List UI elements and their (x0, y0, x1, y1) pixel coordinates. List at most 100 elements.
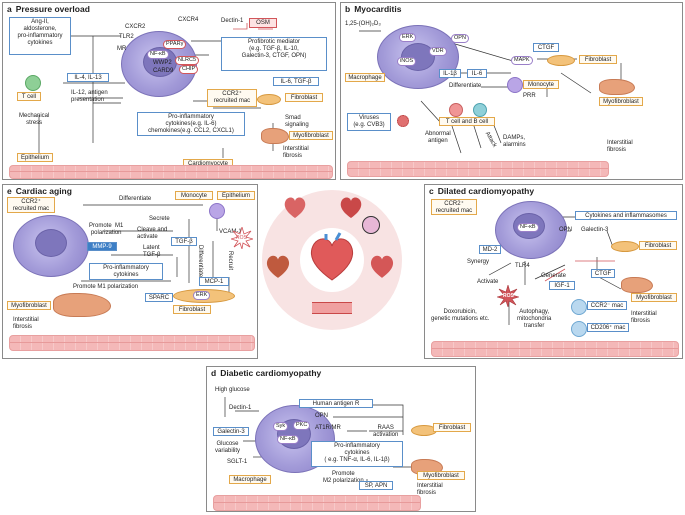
erk-label: ERK (193, 291, 211, 300)
panel-letter: a (7, 4, 12, 14)
panel-title: Myocarditis (354, 4, 402, 14)
epithelium-box: Epithelium (217, 191, 255, 200)
fibroblast-icon (611, 241, 639, 252)
tgfb-box: TGF-β (171, 237, 197, 246)
opn-label: OPN (559, 227, 573, 233)
dectin-label: Dectin-1 (221, 18, 244, 24)
myofibroblast-box: Myofibroblast (7, 301, 51, 310)
human-box: Human antigen R (299, 399, 373, 408)
interstitial-label: Interstitial fibrosis (607, 140, 633, 153)
monocyte-icon (507, 77, 523, 93)
ctgf-box: CTGF (533, 43, 559, 52)
tbcell-box: T cell and B cell (439, 117, 495, 126)
cleave-label: Cleave and activate (137, 227, 168, 240)
vdr-label: VDR (429, 47, 447, 56)
panel-title: Pressure overload (15, 4, 90, 14)
il1b-box: IL-1β (439, 69, 461, 78)
nlrc5-label: NLRC5 (175, 56, 200, 65)
cardiac-tissue (213, 495, 421, 511)
cxcr4-label: CXCR4 (178, 17, 199, 23)
inos-label: iNOS (397, 57, 417, 66)
cxcr2-label: CXCR2 (125, 24, 146, 30)
promote-m1b-label: Promote M1 polarization (73, 284, 139, 290)
galectin-box: Galectin-3 (213, 427, 249, 436)
center-hearts-wheel (262, 190, 402, 330)
glucose-label: High glucose (215, 387, 250, 393)
myofibroblast-icon (53, 293, 111, 317)
vcam-label: VCAM-1 (219, 229, 242, 235)
ccr2-box: CCR2⁺ recruited mac (207, 89, 257, 107)
fibroblast-box: Fibroblast (639, 241, 677, 250)
proinf-box: Pro-inflammatory cytokines (89, 263, 163, 280)
raas-label: RAAS activation (373, 425, 399, 438)
il6-box: IL-6 (467, 69, 487, 78)
synergy-label: Synergy (467, 259, 490, 265)
md2-box: MD-2 (479, 245, 501, 254)
promote-m1-label: Promote M1 polarization (89, 223, 124, 236)
ccr2-mac-icon (571, 299, 587, 315)
mmp9-box: MMP-9 (87, 242, 117, 251)
card9-label: CARD9 (153, 68, 174, 74)
myofibroblast-icon (261, 128, 289, 144)
fibroblast-box: Fibroblast (579, 55, 617, 64)
mcp-box: MCP-1 (199, 277, 229, 286)
wwp2-label: WWP2 (153, 60, 172, 66)
cardiac-tissue (9, 335, 255, 351)
differentiate-label: Differentiate (449, 83, 482, 89)
recruit-label: Recruit (227, 251, 233, 271)
osm-box: OSM (249, 18, 277, 28)
tlr4-label: TLR4 (515, 263, 530, 269)
dectin-label: Dectin-1 (229, 405, 252, 411)
myofibroblast-box: Myofibroblast (599, 97, 643, 106)
fibroblast-icon (547, 55, 575, 66)
nfkb-label: NF-κB (277, 435, 299, 444)
panel-title: Cardiac aging (15, 186, 72, 196)
smad-label: Smad signaling (285, 115, 309, 128)
cardiac-tissue (9, 165, 333, 179)
heart-icon (284, 197, 306, 218)
latent-label: Latent TGF-β (143, 245, 161, 258)
il6tgf-box: IL-6, TGF-β (273, 77, 319, 86)
ctgf-box: CTGF (591, 269, 615, 278)
promote-label: Promote M2 polarization (323, 471, 364, 484)
ccr2-box: CCR2⁺ recruited mac (431, 199, 477, 215)
magnifier-icon (362, 216, 380, 234)
viruses-box: Viruses (e.g. CVB3) (347, 113, 391, 131)
panel-letter: c (429, 186, 434, 196)
vessel-icon (312, 302, 352, 314)
epithelium-box: Epithelium (17, 153, 53, 162)
opn-label: OPN (451, 34, 469, 43)
nfkb-label: NF-κB (517, 223, 539, 232)
proinf-box: Pro-inflammatory cytokines ( e.g. TNF-α,… (311, 441, 403, 467)
ros-starburst-icon (231, 227, 253, 249)
fibroblast-icon (257, 94, 281, 105)
ros-starburst-icon (497, 285, 519, 307)
nucleus-icon (35, 229, 67, 257)
panel-title: Dilated cardiomyopathy (437, 186, 535, 196)
panel-title: Diabetic cardiomyopathy (220, 368, 322, 378)
doxo-label: Doxorubicin, genetic mutations etc. (431, 309, 490, 322)
ppar-label: PPARγ (163, 40, 187, 49)
monocyte-box: Monocyte (523, 80, 559, 89)
secrete-label: Secrete (149, 216, 170, 222)
differentiate-label: Differentiate (119, 196, 152, 202)
interstitial-label: Interstitial fibrosis (13, 317, 39, 330)
opn-label: OPN (315, 413, 329, 419)
myofibroblast-icon (599, 79, 635, 95)
b-cell-icon (473, 103, 487, 117)
fibroblast-box: Fibroblast (173, 305, 211, 314)
t-cell-box: T cell (17, 92, 41, 101)
macrophage-box: Macrophage (345, 73, 385, 82)
macrophage-box: Macrophage (229, 475, 271, 484)
generate-label: Generate (541, 273, 567, 279)
heart-icon (266, 255, 290, 278)
igf-box: IGF-1 (549, 281, 575, 290)
chip-label: CHIP (179, 65, 199, 74)
syk-label: Syk (273, 422, 289, 431)
differentiate2-label: Differentiate (197, 245, 203, 278)
nfkb-label: NF-κB (147, 50, 169, 59)
